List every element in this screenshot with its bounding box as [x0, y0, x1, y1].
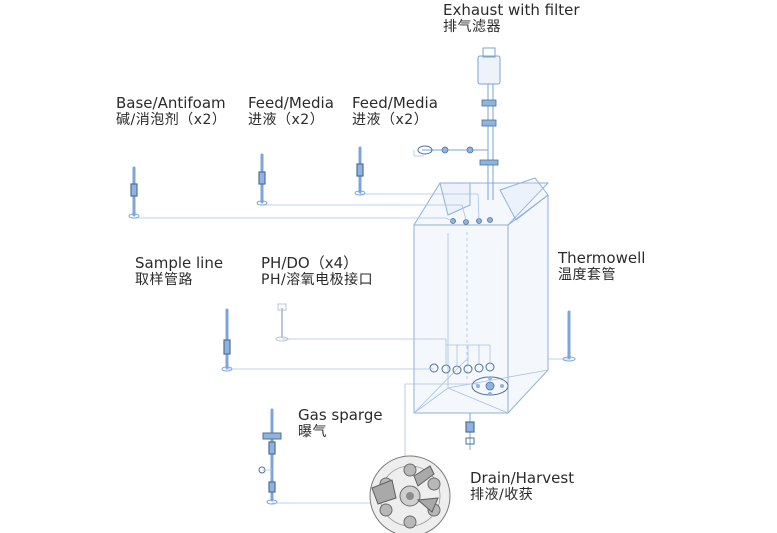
label-exhaust-zh: 排气滤器 [443, 19, 501, 35]
ph-do-probe [275, 303, 491, 366]
exhaust-filter [413, 47, 501, 200]
label-thermowell-zh: 温度套管 [558, 267, 616, 283]
bottom-impeller-inside [471, 376, 509, 396]
drain-harvest-tube [465, 413, 475, 450]
label-gas-sparge-zh: 曝气 [298, 424, 327, 440]
thermowell-probe [548, 310, 576, 362]
base-antifoam-tube [128, 166, 140, 219]
label-ph-do-zh: PH/溶氧电极接口 [261, 272, 374, 288]
label-drain-harvest-en: Drain/Harvest [470, 469, 575, 487]
label-thermowell: Thermowell 温度套管 [558, 249, 645, 284]
sample-line-tube [221, 308, 434, 372]
label-thermowell-en: Thermowell [558, 249, 646, 267]
bioreactor-bag [413, 177, 550, 415]
label-drain-harvest-zh: 排液/收获 [470, 487, 534, 503]
label-base-antifoam-zh: 碱/消泡剂（x2） [116, 112, 227, 128]
gas-sparge-line [258, 383, 478, 505]
label-feed-2-zh: 进液（x2） [352, 112, 429, 128]
label-exhaust: Exhaust with filter 排气滤器 [443, 1, 580, 36]
label-base-antifoam-en: Base/Antifoam [116, 94, 226, 112]
label-gas-sparge: Gas sparge 曝气 [298, 406, 383, 441]
label-gas-sparge-en: Gas sparge [298, 406, 383, 424]
label-ph-do: PH/DO（x4） PH/溶氧电极接口 [261, 254, 373, 289]
label-ph-do-en: PH/DO（x4） [261, 254, 359, 272]
label-sample-line-en: Sample line [135, 254, 224, 272]
label-feed-1-en: Feed/Media [248, 94, 334, 112]
label-feed-1: Feed/Media 进液（x2） [248, 94, 334, 129]
top-feed-lines [134, 193, 480, 222]
label-feed-1-zh: 进液（x2） [248, 112, 325, 128]
label-feed-2-en: Feed/Media [352, 94, 438, 112]
feed-media-tube-1 [256, 153, 268, 206]
label-sample-line: Sample line 取样管路 [135, 254, 223, 289]
label-feed-2: Feed/Media 进液（x2） [352, 94, 438, 129]
label-sample-line-zh: 取样管路 [135, 272, 193, 288]
label-exhaust-en: Exhaust with filter [443, 1, 580, 19]
label-base-antifoam: Base/Antifoam 碱/消泡剂（x2） [116, 94, 226, 129]
label-drain-harvest: Drain/Harvest 排液/收获 [470, 469, 574, 504]
impeller-disk [369, 455, 451, 533]
feed-media-tube-2 [354, 146, 366, 196]
